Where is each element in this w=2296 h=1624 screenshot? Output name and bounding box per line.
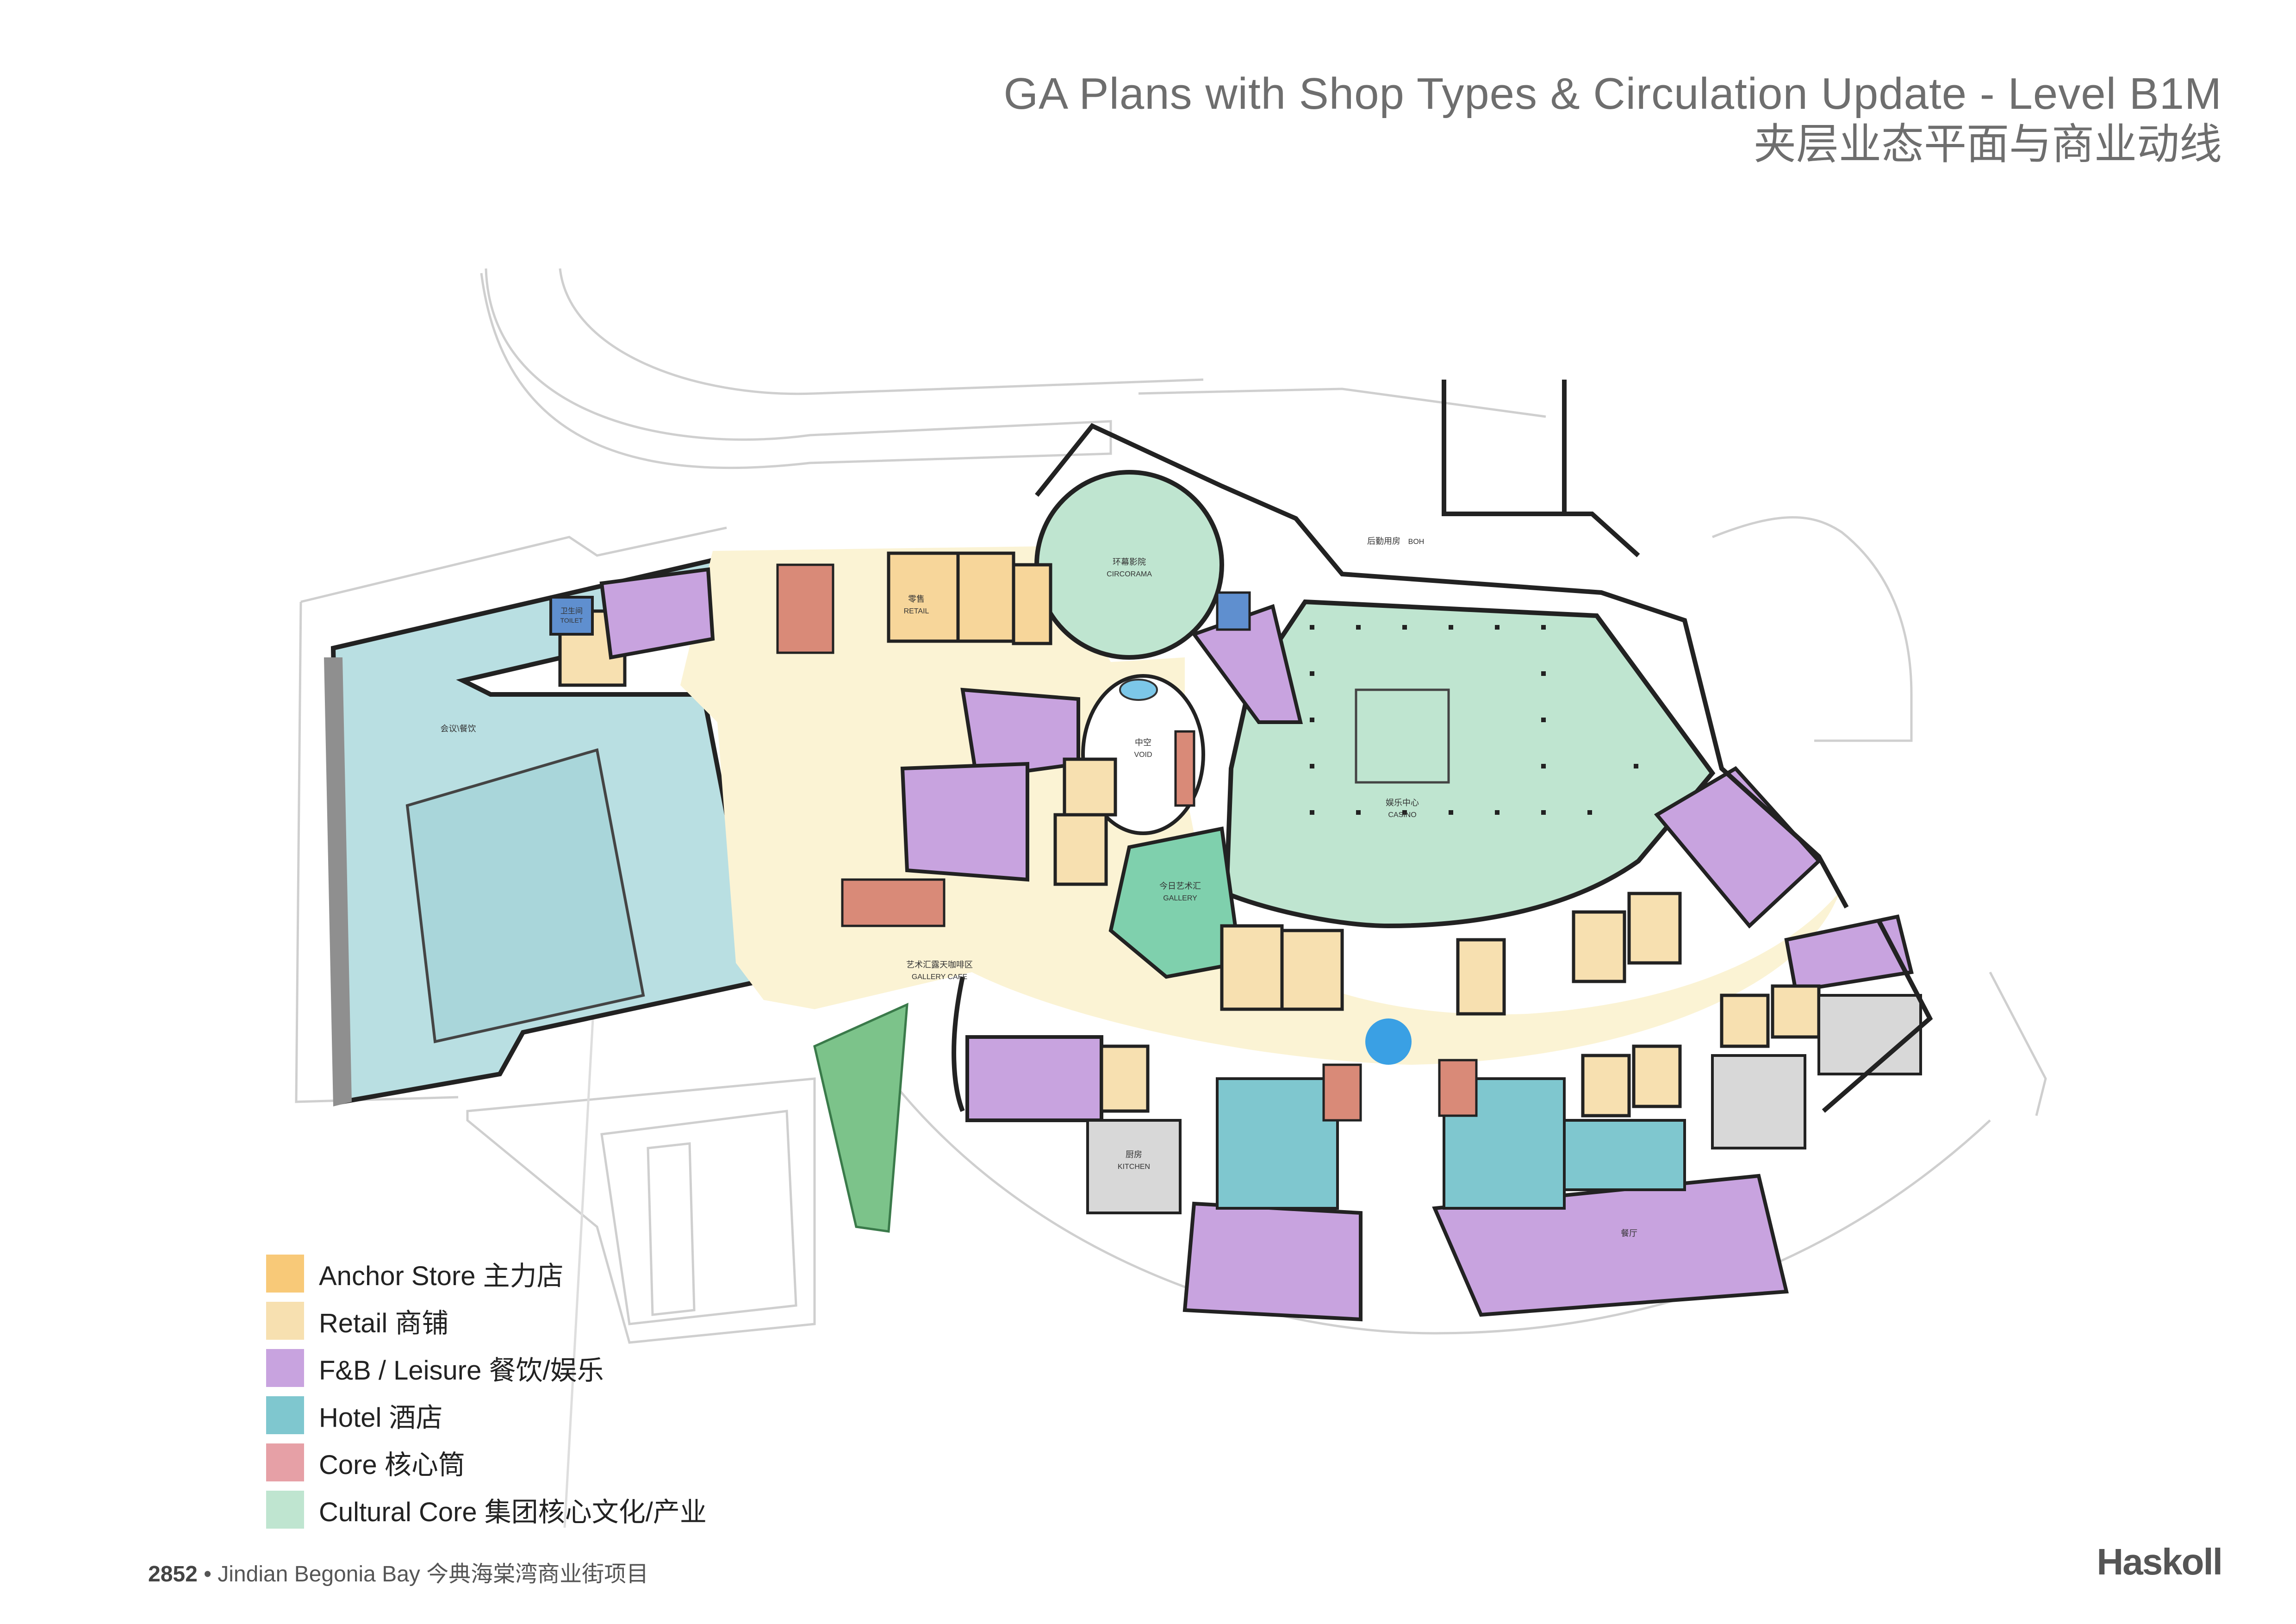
void-water — [1119, 679, 1158, 701]
casino-area — [1224, 599, 1716, 929]
boh-label-en: BOH — [1408, 538, 1425, 546]
legend-item-fnb: F&B / Leisure 餐饮/娱乐 — [266, 1344, 707, 1392]
legend-swatch — [266, 1396, 304, 1434]
building-outline — [952, 380, 1933, 1113]
kitchen-label-cn: 厨房 — [1126, 1150, 1142, 1159]
project-number: 2852 — [148, 1562, 198, 1587]
circorama-label-cn: 环幕影院 — [1113, 557, 1146, 567]
legend-swatch — [266, 1491, 304, 1529]
legend-item-hotel: Hotel 酒店 — [266, 1392, 707, 1439]
legend-swatch — [266, 1302, 304, 1340]
gallery-label-cn: 今日艺术汇 — [1159, 881, 1201, 891]
footer: 2852 • Jindian Begonia Bay 今典海棠湾商业街项目 — [148, 1555, 648, 1588]
garden-terrace — [813, 1002, 908, 1233]
room-labels: 环幕影院 CIRCORAMA 娱乐中心 CASINO 中空 VOID 今日艺术汇… — [440, 537, 1637, 1238]
restaurant-label-cn: 餐厅 — [1621, 1229, 1637, 1238]
legend-item-cultural: Cultural Core 集团核心文化/产业 — [266, 1486, 707, 1533]
fountain-icon — [1365, 1018, 1412, 1065]
fnb-areas — [599, 567, 1914, 1322]
legend-label: Hotel 酒店 — [319, 1403, 443, 1433]
legend-item-core: Core 核心筒 — [266, 1439, 707, 1486]
legend-label: Anchor Store 主力店 — [319, 1261, 564, 1291]
legend-label: Core 核心筒 — [319, 1450, 465, 1480]
circorama-label-en: CIRCORAMA — [1107, 570, 1152, 578]
project-name: • Jindian Begonia Bay 今典海棠湾商业街项目 — [197, 1562, 649, 1587]
circulation — [680, 546, 1842, 1065]
gallery-cafe-label-en: GALLERY CAFE — [912, 973, 967, 981]
void-label-cn: 中空 — [1135, 738, 1151, 747]
legend-item-retail: Retail 商铺 — [266, 1297, 707, 1344]
legend-item-anchor: Anchor Store 主力店 — [266, 1250, 707, 1297]
legend-label: Retail 商铺 — [319, 1308, 449, 1338]
site-outline — [295, 268, 2047, 1528]
boh-areas — [1086, 994, 1922, 1214]
retail-label-en: RETAIL — [904, 607, 929, 615]
void-label-en: VOID — [1134, 751, 1152, 759]
south-retail — [1053, 757, 1821, 1118]
gallery-label-en: GALLERY — [1163, 894, 1197, 902]
retail-label-cn: 零售 — [908, 594, 925, 604]
legend-label: F&B / Leisure 餐饮/娱乐 — [319, 1355, 604, 1386]
legend-swatch — [266, 1255, 304, 1293]
page-subtitle: 夹层业态平面与商业动线 — [1753, 120, 2222, 168]
legend-swatch — [266, 1443, 304, 1481]
legend-swatch — [266, 1349, 304, 1387]
page-title: GA Plans with Shop Types & Circulation U… — [1003, 69, 2222, 119]
legend: Anchor Store 主力店 Retail 商铺 F&B / Leisure… — [266, 1250, 707, 1533]
toilet-label-cn: 卫生间 — [560, 607, 583, 615]
gallery — [1108, 826, 1243, 979]
casino-label-en: CASINO — [1388, 811, 1416, 819]
cores — [776, 563, 1478, 1122]
title-block: GA Plans with Shop Types & Circulation U… — [1003, 69, 2222, 168]
boh-label-cn: 后勤用房 — [1367, 537, 1400, 546]
toilet-label-en: TOILET — [560, 617, 583, 624]
legend-label: Cultural Core 集团核心文化/产业 — [319, 1497, 707, 1527]
kitchen-label-en: KITCHEN — [1118, 1163, 1150, 1171]
gallery-cafe-label-cn: 艺术汇露天咖啡区 — [906, 960, 973, 969]
lobby-blue — [1216, 591, 1251, 631]
west-hotel-wing — [324, 557, 762, 1106]
casino-label-cn: 娱乐中心 — [1386, 798, 1419, 807]
meeting-label-cn: 会议\餐饮 — [440, 724, 476, 733]
brand-logo: Haskoll — [2097, 1541, 2223, 1582]
column-grid — [1310, 625, 1638, 815]
